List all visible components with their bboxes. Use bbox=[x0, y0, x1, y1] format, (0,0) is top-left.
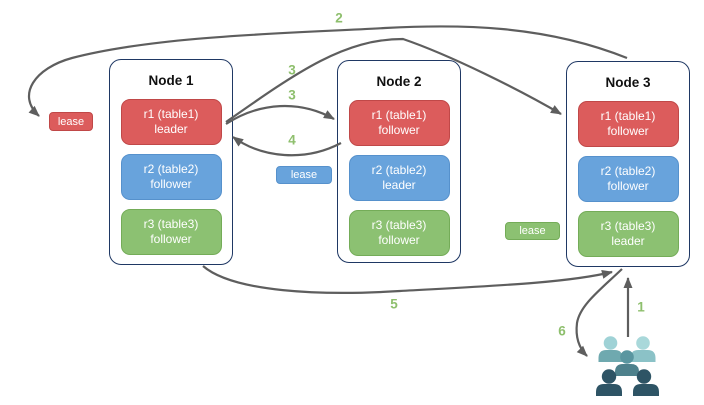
replica-name: r2 (table2) bbox=[600, 164, 656, 178]
replica-role: follower bbox=[150, 177, 192, 191]
node1-replica-r2: r2 (table2) follower bbox=[120, 154, 222, 200]
replica-role: leader bbox=[154, 122, 188, 136]
replica-name: r3 (table3) bbox=[371, 218, 427, 232]
node-3-title: Node 3 bbox=[605, 75, 651, 90]
node3-replica-r3: r3 (table3) leader bbox=[577, 211, 679, 257]
step-label-5: 5 bbox=[390, 296, 398, 312]
node3-replica-r2: r2 (table2) follower bbox=[577, 156, 679, 202]
step-label-3-to-node2: 3 bbox=[288, 87, 296, 103]
replica-name: r1 (table1) bbox=[600, 109, 656, 123]
replica-role: leader bbox=[611, 234, 645, 248]
step-label-6: 6 bbox=[558, 323, 566, 339]
replica-role: follower bbox=[378, 123, 420, 137]
step-label-1: 1 bbox=[637, 299, 645, 315]
replica-name: r3 (table3) bbox=[600, 219, 656, 233]
arrow-step-3-to-node2 bbox=[225, 104, 335, 125]
arrow-step-5 bbox=[202, 265, 613, 294]
arrow-step-4 bbox=[232, 136, 342, 157]
node-2-title: Node 2 bbox=[376, 74, 422, 89]
replica-name: r1 (table1) bbox=[371, 108, 427, 122]
node1-replica-r3: r3 (table3) follower bbox=[120, 209, 222, 255]
node-1-card: Node 1 r1 (table1) leader r2 (table2) fo… bbox=[109, 59, 233, 265]
replica-role: leader bbox=[382, 178, 416, 192]
step-label-2: 2 bbox=[335, 10, 343, 26]
node-2-card: Node 2 r1 (table1) follower r2 (table2) … bbox=[337, 60, 461, 263]
replica-role: follower bbox=[607, 124, 649, 138]
replica-name: r3 (table3) bbox=[143, 217, 199, 231]
replica-name: r1 (table1) bbox=[143, 107, 199, 121]
node3-replica-r1: r1 (table1) follower bbox=[577, 101, 679, 147]
replica-role: follower bbox=[150, 232, 192, 246]
replica-role: follower bbox=[607, 179, 649, 193]
node1-replica-r1: r1 (table1) leader bbox=[120, 99, 222, 145]
lease-badge-r1: lease bbox=[49, 112, 93, 131]
node-1-title: Node 1 bbox=[148, 73, 194, 88]
replica-name: r2 (table2) bbox=[371, 163, 427, 177]
node-3-card: Node 3 r1 (table1) follower r2 (table2) … bbox=[566, 61, 690, 267]
lease-badge-r2: lease bbox=[276, 166, 332, 184]
node2-replica-r3: r3 (table3) follower bbox=[348, 210, 450, 256]
users-group-icon bbox=[596, 336, 659, 396]
replica-name: r2 (table2) bbox=[143, 162, 199, 176]
node2-replica-r2: r2 (table2) leader bbox=[348, 155, 450, 201]
node2-replica-r1: r1 (table1) follower bbox=[348, 100, 450, 146]
step-label-3-to-node3: 3 bbox=[288, 62, 296, 78]
step-label-4: 4 bbox=[288, 132, 296, 148]
replica-role: follower bbox=[378, 233, 420, 247]
lease-badge-r3: lease bbox=[505, 222, 560, 240]
